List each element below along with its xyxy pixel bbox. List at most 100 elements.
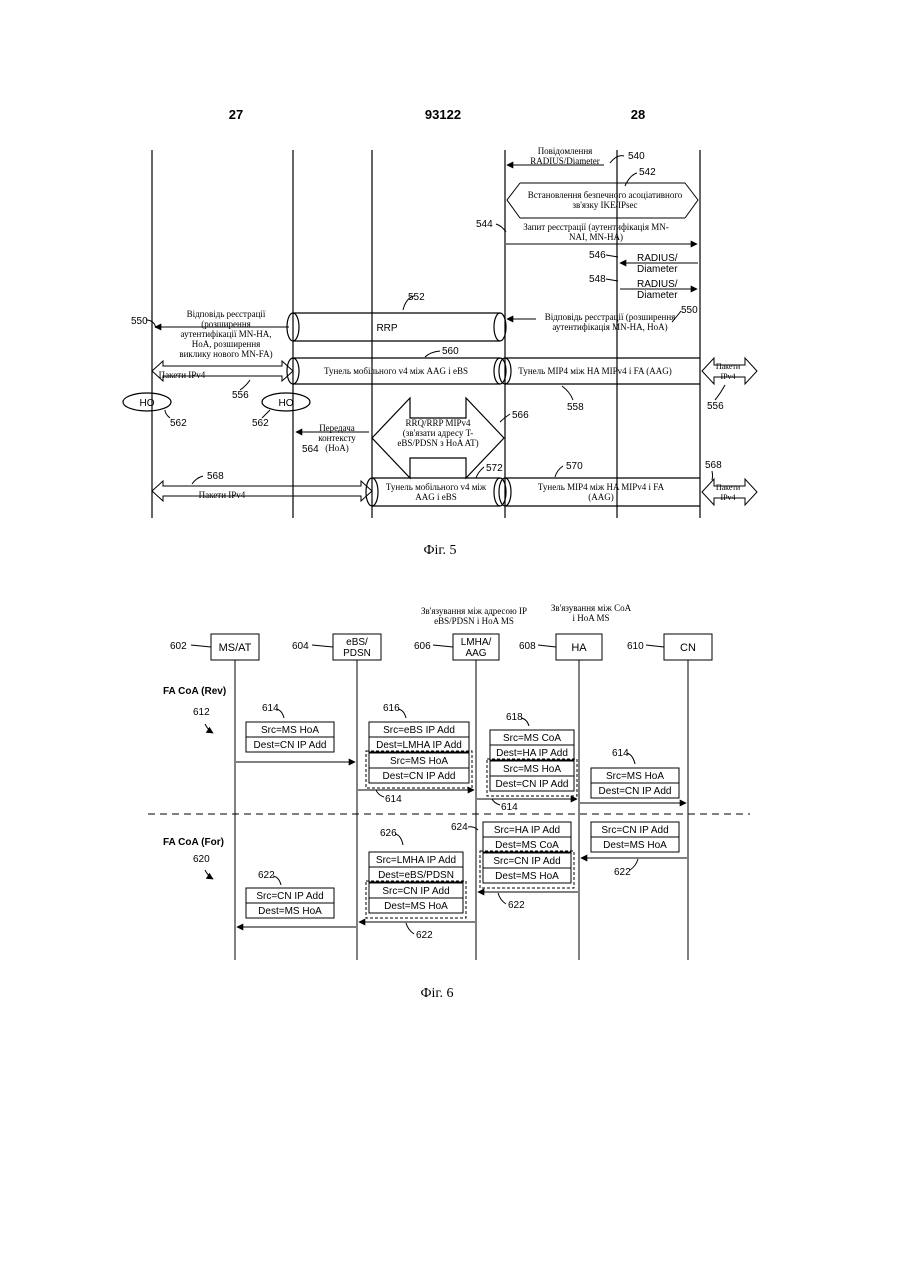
figure-5-caption: Фіг. 5 — [423, 543, 456, 558]
ipv4-right-label-2: IPv4 — [720, 372, 735, 381]
figure-6: Зв'язування між адресою IP eBS/PDSN і Ho… — [148, 603, 750, 1001]
entity-cn-label: CN — [680, 642, 696, 654]
ipv4-right-label-1: Пакети — [716, 362, 741, 371]
ref-620: 620 — [193, 854, 210, 865]
ipv4-left-label: Пакети IPv4 — [159, 370, 206, 380]
packet-626-dest-label: Dest=eBS/PDSN — [378, 870, 454, 881]
leader-562b — [262, 410, 270, 418]
packet-616-dest-label: Dest=LMHA IP Add — [376, 740, 462, 751]
ref-614d: 614 — [612, 748, 629, 759]
ipv4-right2-label-2: IPv4 — [720, 493, 735, 502]
mobile-tunnel2-label-1: Тунель мобільного v4 між — [386, 482, 487, 492]
leader-604 — [312, 645, 333, 647]
ref-562b: 562 — [252, 418, 269, 429]
ike-label-1: Встановлення безпечного асоціативного — [528, 190, 683, 200]
rrq-label-3: eBS/PDSN з HoA AT) — [397, 438, 478, 448]
entity-ha-label: HA — [571, 642, 587, 654]
ho-label-1: HO — [140, 398, 155, 409]
ref-622c: 622 — [416, 930, 433, 941]
leader-602 — [191, 645, 211, 647]
entity-ms-at-label: MS/AT — [219, 642, 252, 654]
ref-560: 560 — [442, 346, 459, 357]
ref-548: 548 — [589, 274, 606, 285]
page-number-right: 28 — [631, 107, 645, 122]
rev-section-label: FA CoA (Rev) — [163, 686, 226, 697]
ref-606: 606 — [414, 641, 431, 652]
ref-564: 564 — [302, 444, 319, 455]
rrq-label-2: (зв'язати адресу T- — [403, 428, 473, 438]
reg-reply-left-5: виклику нового MN-FA) — [179, 349, 272, 359]
mip-tunnel2-label-1: Тунель MIP4 між HA MIPv4 і FA — [538, 482, 665, 492]
ref-550-right: 550 — [681, 305, 698, 316]
ref-614a: 614 — [262, 703, 279, 714]
leader-546 — [606, 255, 618, 257]
ref-544: 544 — [476, 219, 493, 230]
ref-556a: 556 — [232, 390, 249, 401]
ref-616: 616 — [383, 703, 400, 714]
packet-614d-dest-label: Dest=CN IP Add — [599, 786, 672, 797]
reg-reply-left-3: аутентифікації MN-HA, — [181, 329, 272, 339]
ref-614c: 614 — [501, 802, 518, 813]
reg-reply-left-4: HoA, розширення — [192, 339, 261, 349]
leader-548 — [606, 279, 618, 281]
mobile-tunnel-label: Тунель мобільного v4 між AAG і eBS — [324, 366, 468, 376]
ref-568b: 568 — [705, 460, 722, 471]
ref-618: 618 — [506, 712, 523, 723]
ref-572: 572 — [486, 463, 503, 474]
ipv4-arrow-bottom — [152, 481, 372, 501]
ref-568a: 568 — [207, 471, 224, 482]
reg-request-label-2: NAI, MN-HA) — [569, 232, 623, 242]
binding-coa-label-1: Зв'язування між CoA — [551, 603, 632, 613]
leader-556b — [715, 385, 725, 400]
packet-614a-dest-label: Dest=CN IP Add — [254, 740, 327, 751]
mip-tunnel-label: Тунель MIP4 між HA MIPv4 і FA (AAG) — [518, 366, 671, 376]
packet-614a-src-label: Src=MS HoA — [261, 725, 319, 736]
ref-622b: 622 — [508, 900, 525, 911]
leader-556a — [240, 380, 250, 390]
leader-614b — [376, 790, 384, 797]
packet-622a-dest-label: Dest=MS HoA — [603, 840, 667, 851]
packet-618-dest-label: Dest=HA IP Add — [496, 748, 568, 759]
leader-562a — [165, 410, 170, 418]
ref-546: 546 — [589, 250, 606, 261]
packet-622a-src-label: Src=CN IP Add — [601, 825, 668, 836]
packet-622b-dest-label: Dest=MS HoA — [495, 871, 559, 882]
leader-610 — [646, 645, 664, 647]
ref-614b: 614 — [385, 794, 402, 805]
ike-left-arrowhead — [507, 183, 520, 218]
ref-610: 610 — [627, 641, 644, 652]
ref-562a: 562 — [170, 418, 187, 429]
ref-602: 602 — [170, 641, 187, 652]
ref-540: 540 — [628, 151, 645, 162]
reg-reply-left-1: Відповідь реєстрації — [187, 309, 266, 319]
arrow-612 — [205, 724, 213, 733]
mobile-tunnel2-right-end — [494, 478, 506, 506]
packet-614b-dest-label: Dest=CN IP Add — [383, 771, 456, 782]
entity-ebs-label-2: PDSN — [343, 648, 371, 659]
mobile-tunnel-right-end — [494, 358, 506, 384]
radius2-label-2: Diameter — [637, 290, 678, 301]
ref-626: 626 — [380, 828, 397, 839]
mip-tunnel2-label-2: (AAG) — [588, 492, 614, 502]
packet-622d-dest-label: Dest=MS HoA — [258, 906, 322, 917]
context-label-2: контексту — [318, 433, 356, 443]
leader-572 — [476, 467, 484, 478]
ref-558: 558 — [567, 402, 584, 413]
packet-614d-src-label: Src=MS HoA — [606, 771, 664, 782]
ref-608: 608 — [519, 641, 536, 652]
ref-556b: 556 — [707, 401, 724, 412]
radius1-label-2: Diameter — [637, 264, 678, 275]
entity-lmha-label-1: LMHA/ — [461, 637, 492, 648]
leader-568b — [712, 471, 713, 480]
packet-624-src-label: Src=HA IP Add — [494, 825, 560, 836]
leader-606 — [433, 645, 453, 647]
patent-number: 93122 — [425, 107, 461, 122]
context-label-3: (HoA) — [325, 443, 349, 453]
leader-614c — [492, 799, 500, 805]
reg-reply-right-2: аутентифікація MN-HA, HoA) — [552, 322, 667, 332]
arrow-620 — [205, 870, 213, 879]
ref-612: 612 — [193, 707, 210, 718]
ref-550-left: 550 — [131, 316, 148, 327]
mobile-tunnel2-label-2: AAG і eBS — [415, 492, 457, 502]
